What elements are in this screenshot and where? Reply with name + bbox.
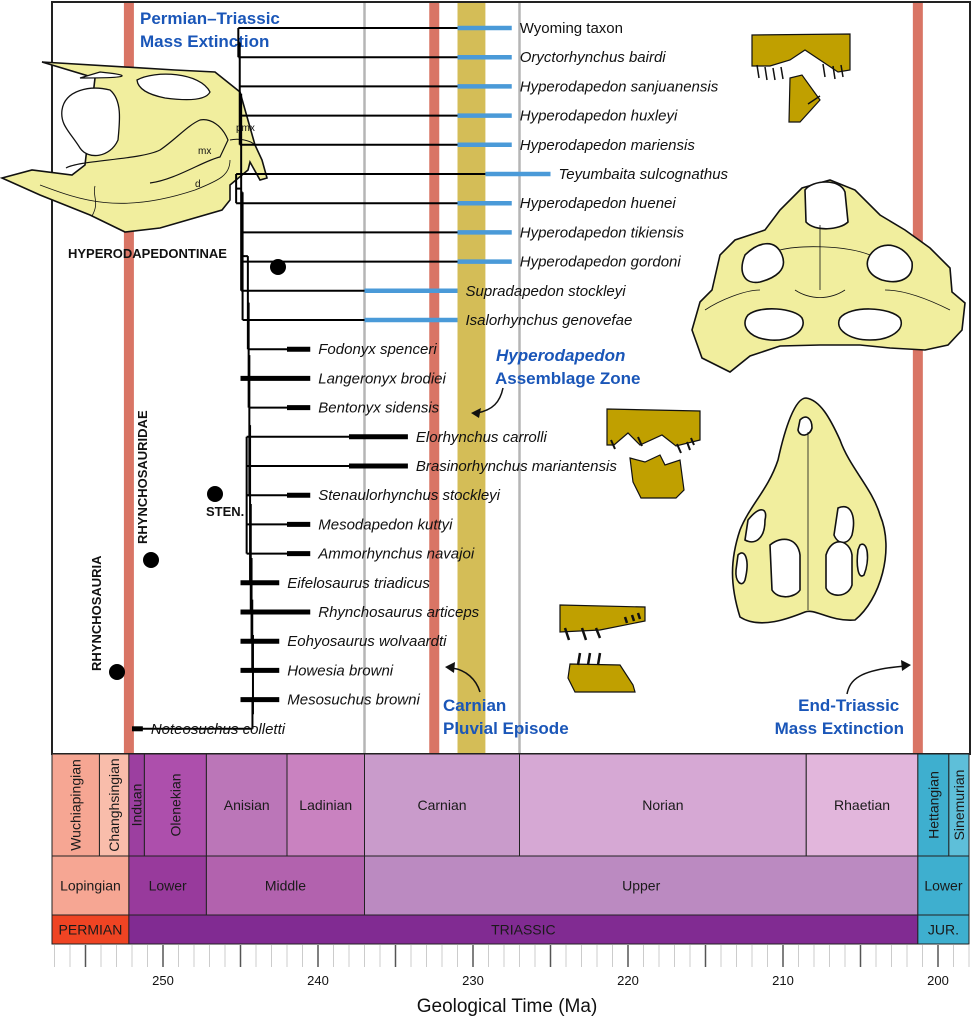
- taxon-label: Rhynchosaurus articeps: [318, 604, 479, 621]
- axis-tick-label: 240: [307, 973, 329, 988]
- taxon-label: Ammorhynchus navajoi: [317, 546, 475, 563]
- epoch-label: Lopingian: [60, 878, 121, 894]
- arrowhead-icon: [445, 662, 455, 673]
- pt-extinction-label: Permian–Triassic Mass Extinction: [140, 9, 285, 51]
- taxon-label: Mesosuchus browni: [287, 692, 420, 709]
- age-cell: [364, 753, 520, 857]
- extinction-band: [912, 3, 923, 753]
- taxon-label: Isalorhynchus genovefae: [466, 312, 633, 329]
- age-label: Hettangian: [925, 771, 941, 839]
- taxon-label: Hyperodapedon mariensis: [520, 137, 696, 154]
- clade-label-sten: STEN.: [206, 504, 244, 519]
- period-cell: [51, 914, 130, 945]
- geologic-timescale: Wuchiapingian Changhsingian Induan Olenekia…: [51, 753, 970, 945]
- node-rhynchosauria: [109, 664, 125, 680]
- extinction-band: [429, 3, 440, 753]
- period-label: JUR.: [928, 922, 959, 938]
- taxon-label: Hyperodapedon huxleyi: [520, 108, 678, 125]
- skull-label-d: d: [195, 179, 201, 190]
- taxon-label: Fodonyx spenceri: [318, 341, 437, 358]
- taxon-label: Hyperodapedon huenei: [520, 195, 677, 212]
- skull-dorsal-stenaulorhynchus: [731, 397, 887, 624]
- epoch-label: Upper: [622, 878, 660, 894]
- epoch-label: Lower: [924, 878, 962, 894]
- taxon-label: Mesodapedon kuttyi: [318, 516, 453, 533]
- skull-dorsal-hyperodapedon: [691, 179, 966, 373]
- age-label: Induan: [129, 784, 145, 827]
- epoch-label: Middle: [265, 878, 306, 894]
- age-cell: [805, 753, 919, 857]
- carnian-pluvial-label: Carnian Pluvial Episode: [443, 696, 569, 738]
- axis-tick-label: 200: [927, 973, 949, 988]
- taxon-label: Langeronyx brodiei: [318, 370, 446, 387]
- age-label: Olenekian: [167, 773, 183, 836]
- age-label: Norian: [642, 797, 683, 813]
- taxon-label: Eifelosaurus triadicus: [287, 575, 430, 592]
- period-label: PERMIAN: [59, 922, 123, 938]
- period-cell: [128, 914, 919, 945]
- epoch-cell: [51, 855, 130, 916]
- axis-label: Geological Time (Ma): [417, 996, 598, 1017]
- age-label: Changhsingian: [106, 758, 122, 851]
- taxon-label: Hyperodapedon sanjuanensis: [520, 78, 719, 95]
- taxon-label: Supradapedon stockleyi: [466, 283, 627, 300]
- stratigraphic-ranges: [132, 25, 551, 732]
- axis-tick-label: 230: [462, 973, 484, 988]
- taxon-label: Hyperodapedon tikiensis: [520, 224, 685, 241]
- jaw-illustration-rhynchosaurus: [559, 604, 646, 693]
- epoch-cell: [364, 855, 919, 916]
- age-label: Wuchiapingian: [68, 759, 84, 851]
- carnian-pluvial-band: [457, 3, 486, 753]
- arrow-az: [476, 387, 504, 414]
- taxon-label: Stenaulorhynchus stockleyi: [318, 487, 500, 504]
- jaw-illustration-hyperodapedon: [751, 33, 851, 123]
- node-stenaulorhynchinae: [207, 486, 223, 502]
- age-label: Rhaetian: [834, 797, 890, 813]
- period-cell: [917, 914, 970, 945]
- age-label: Ladinian: [299, 797, 352, 813]
- node-rhynchosauridae: [143, 552, 159, 568]
- arrow-cpe: [451, 667, 481, 693]
- axis-tick-label: 220: [617, 973, 639, 988]
- axis-tick-label: 210: [772, 973, 794, 988]
- extinction-band: [123, 3, 134, 753]
- et-extinction-label: End-Triassic Mass Extinction: [775, 696, 904, 738]
- jaw-illustration-stenaulorhynchus: [606, 408, 701, 499]
- time-axis: 250 240 230 220 210 200: [54, 945, 970, 988]
- taxon-label: Eohyosaurus wolvaardti: [287, 633, 447, 650]
- epoch-cell: [205, 855, 365, 916]
- taxon-label: Brasinorhynchus mariantensis: [416, 458, 617, 475]
- age-cell: [143, 753, 207, 857]
- taxon-label: Teyumbaita sulcognathus: [559, 166, 729, 183]
- arrowhead-icon: [471, 408, 481, 418]
- taxon-label: Bentonyx sidensis: [318, 400, 439, 417]
- taxon-label: Noteosuchus colletti: [151, 721, 286, 738]
- skull-label-pmx: pmx: [236, 123, 255, 134]
- clade-label-rhynchosauridae: RHYNCHOSAURIDAE: [135, 410, 150, 544]
- skull-lateral-illustration: [0, 61, 268, 233]
- age-cell: [286, 753, 365, 857]
- hyperodapedon-az-label: Hyperodapedon Assemblage Zone: [495, 346, 641, 388]
- clade-label-rhynchosauria: RHYNCHOSAURIA: [89, 555, 104, 671]
- taxon-label: Oryctorhynchus bairdi: [520, 49, 667, 66]
- age-cell: [205, 753, 288, 857]
- taxon-label: Elorhynchus carrolli: [416, 429, 548, 446]
- epoch-label: Lower: [149, 878, 187, 894]
- arrowhead-icon: [901, 660, 911, 671]
- taxon-label: Wyoming taxon: [520, 20, 623, 37]
- clade-label-hyperodapedontinae: HYPERODAPEDONTINAE: [68, 246, 227, 261]
- age-label: Carnian: [417, 797, 466, 813]
- age-label: Sinemurian: [951, 770, 967, 841]
- period-label: TRIASSIC: [491, 922, 556, 938]
- axis-tick-label: 250: [152, 973, 174, 988]
- taxon-label: Howesia browni: [287, 662, 394, 679]
- node-hyperodapedontinae: [270, 259, 286, 275]
- age-label: Anisian: [224, 797, 270, 813]
- taxon-label: Hyperodapedon gordoni: [520, 254, 682, 271]
- skull-label-mx: mx: [198, 146, 211, 157]
- arrow-ete: [846, 665, 906, 695]
- epoch-cell: [128, 855, 207, 916]
